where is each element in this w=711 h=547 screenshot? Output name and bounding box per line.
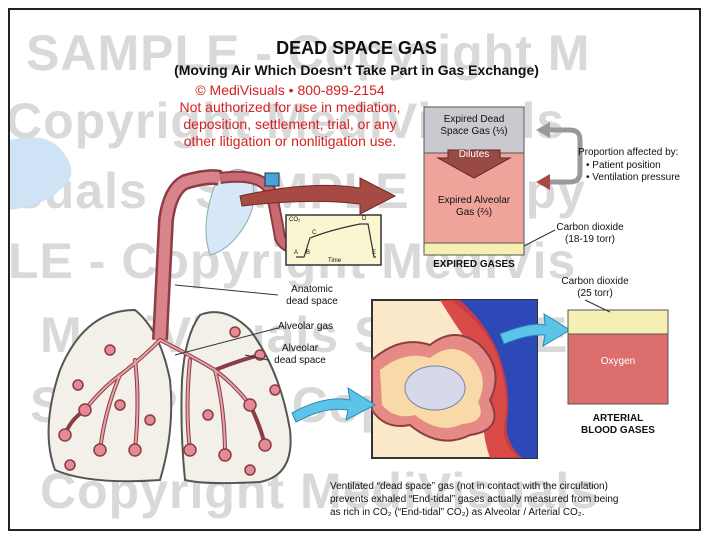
footer-note-line: Ventilated “dead space” gas (not in cont… bbox=[330, 481, 700, 492]
anatomic-dead-space-label: dead space bbox=[272, 296, 352, 307]
capnogram-x-label: Time bbox=[328, 258, 341, 264]
disclaimer-line: deposition, settlement, trial, or any bbox=[155, 116, 425, 132]
expired-co2-band bbox=[424, 243, 524, 255]
arrow-lung-to-inset bbox=[292, 388, 375, 422]
expired-dead-space-label: Expired Dead bbox=[424, 114, 524, 125]
alveolar-gas-bubble bbox=[405, 366, 465, 410]
dilutes-label: Dilutes bbox=[424, 149, 524, 160]
expired-dead-space-label: Space Gas (⅓) bbox=[424, 126, 524, 137]
face-left bbox=[10, 137, 71, 210]
proportion-item: • Ventilation pressure bbox=[586, 172, 701, 183]
arterial-co2-label: Carbon dioxide bbox=[540, 276, 650, 287]
footer-note-line: prevents exhaled “End-tidal” gases actua… bbox=[330, 494, 700, 505]
disclaimer-line: Not authorized for use in mediation, bbox=[155, 99, 425, 115]
tube-connector bbox=[265, 173, 279, 186]
capnogram-point: D bbox=[362, 216, 366, 222]
capnogram-y-label: CO₂ bbox=[289, 217, 300, 223]
arterial-co2-band bbox=[568, 310, 668, 334]
expired-co2-label: Carbon dioxide bbox=[540, 222, 640, 233]
arterial-co2-label: (25 torr) bbox=[540, 288, 650, 299]
disclaimer-line: other litigation or nonlitigation use. bbox=[155, 133, 425, 149]
alveolar-dead-space-label: dead space bbox=[260, 355, 340, 366]
diagram-frame: SAMPLE - Copyright M Copyright MediVisua… bbox=[8, 8, 701, 531]
expired-alveolar-label: Expired Alveolar bbox=[424, 195, 524, 206]
anatomic-dead-space-label: Anatomic bbox=[272, 284, 352, 295]
expired-gases-caption: EXPIRED GASES bbox=[414, 259, 534, 270]
alveolar-gas-label: Alveolar gas bbox=[278, 321, 333, 332]
page-subtitle: (Moving Air Which Doesn’t Take Part in G… bbox=[10, 62, 701, 78]
oxygen-label: Oxygen bbox=[568, 356, 668, 367]
proportion-item: • Patient position bbox=[586, 160, 701, 171]
page-title: DEAD SPACE GAS bbox=[10, 38, 701, 59]
alveolar-dead-space-label: Alveolar bbox=[260, 343, 340, 354]
capnogram-point: C bbox=[312, 230, 316, 236]
arterial-caption: BLOOD GASES bbox=[558, 425, 678, 436]
capnogram-point: B bbox=[306, 250, 310, 256]
proportion-bracket bbox=[550, 130, 580, 182]
footer-note-line: as rich in CO₂ (“End-tidal” CO₂) as Alve… bbox=[330, 507, 700, 518]
proportion-heading: Proportion affected by: bbox=[578, 147, 698, 158]
credit-line: © MediVisuals • 800-899-2154 bbox=[155, 82, 425, 98]
capnogram-point: E bbox=[372, 250, 376, 256]
expired-alveolar-label: Gas (⅔) bbox=[424, 207, 524, 218]
arterial-oxygen-block bbox=[568, 334, 668, 404]
right-lung bbox=[181, 312, 290, 483]
expired-co2-label: (18-19 torr) bbox=[540, 234, 640, 245]
capnogram-point: A bbox=[294, 250, 298, 256]
arterial-caption: ARTERIAL bbox=[558, 413, 678, 424]
